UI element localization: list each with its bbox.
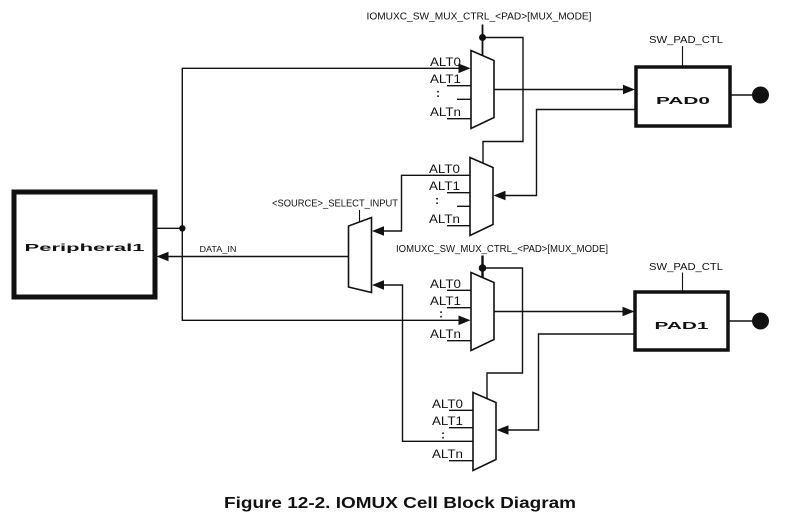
mux1-alt-labels: ALT0 ALT1 : ALTn [430,57,461,119]
mux3-stubs [447,289,471,342]
mux1-colon: : [436,88,440,100]
arrowhead-into-mux4 [496,425,509,435]
mux4-alt0: ALT0 [432,399,463,411]
pad1-output-mux-shape [470,271,495,352]
arrowhead-select-bottom [372,280,384,290]
data-in-label: DATA_IN [200,245,237,254]
arrowhead-into-pad0 [623,84,635,95]
mux1-alt0: ALT0 [430,57,461,69]
mux3-altn: ALTn [430,329,461,341]
pad0-output-mux-shape [470,49,495,130]
wire-mux4-to-select [383,284,473,442]
mux4-stubs [449,409,473,462]
arrowhead-into-pad1 [622,306,635,317]
pad0-box [634,65,732,128]
mux2-alt0: ALT0 [429,164,460,176]
junction-dot-ctrl1 [478,264,487,272]
select-input-label: <SOURCE>_SELECT_INPUT [272,199,398,210]
sw-pad-ctl-label-0: SW_PAD_CTL [649,35,723,46]
mux4-colon: : [441,429,445,441]
pad1-label: PAD1 [655,321,710,332]
mux3-alt1: ALT1 [430,296,461,308]
mux1-alt1: ALT1 [430,74,461,86]
arrowhead-data-in [156,251,169,262]
arrowhead-into-mux3 [458,315,471,326]
pad1-box [633,290,730,352]
arrowhead-into-mux1 [458,63,471,74]
junction-dot-ctrl0 [479,34,486,41]
pad1-input-mux-shape [472,391,497,472]
wire-alt-rail [181,67,460,321]
mux1-stubs [447,85,471,120]
pad0-label: PAD0 [656,96,711,107]
pad1-bump [752,312,769,330]
arrowheads [156,63,635,435]
wire-pad1-return [508,333,635,431]
mux2-stubs [447,192,470,227]
mux2-alt1: ALT1 [429,181,460,193]
pad0-bump [752,86,769,104]
wire-ctrl0-branch [482,36,524,164]
pad0-input-mux-shape [469,156,494,237]
wire-ctrl1-branch [482,267,524,399]
arrowhead-into-mux2 [493,190,506,201]
peripheral1-box [11,189,158,300]
peripheral1-label: Peripheral1 [25,243,146,254]
mux4-alt1: ALT1 [432,416,463,428]
mux4-alt-labels: ALT0 ALT1 : ALTn [432,399,463,461]
arrowhead-select-top [372,226,384,236]
mux1-altn: ALTn [430,107,461,119]
mux3-colon: : [439,308,443,320]
select-input-mux-shape [347,216,373,294]
wires [155,24,753,442]
wire-pad0-return [505,108,636,197]
wire-mux2-to-select [383,174,470,232]
mux2-alt-labels: ALT0 ALT1 : ALTn [429,164,460,226]
mux-ctrl-label-0: IOMUXC_SW_MUX_CTRL_<PAD>[MUX_MODE] [367,12,592,23]
junction-dot-rail [179,225,186,232]
mux-ctrl-label-1: IOMUXC_SW_MUX_CTRL_<PAD>[MUX_MODE] [396,244,608,255]
sw-pad-ctl-label-1: SW_PAD_CTL [649,262,723,273]
mux2-colon: : [435,195,439,207]
alt-stubs [447,85,473,462]
mux4-altn: ALTn [432,449,463,461]
mux3-alt0: ALT0 [430,279,461,291]
mux2-altn: ALTn [429,214,460,226]
mux3-alt-labels: ALT0 ALT1 : ALTn [430,279,461,341]
figure-caption: Figure 12-2. IOMUX Cell Block Diagram [224,495,576,512]
